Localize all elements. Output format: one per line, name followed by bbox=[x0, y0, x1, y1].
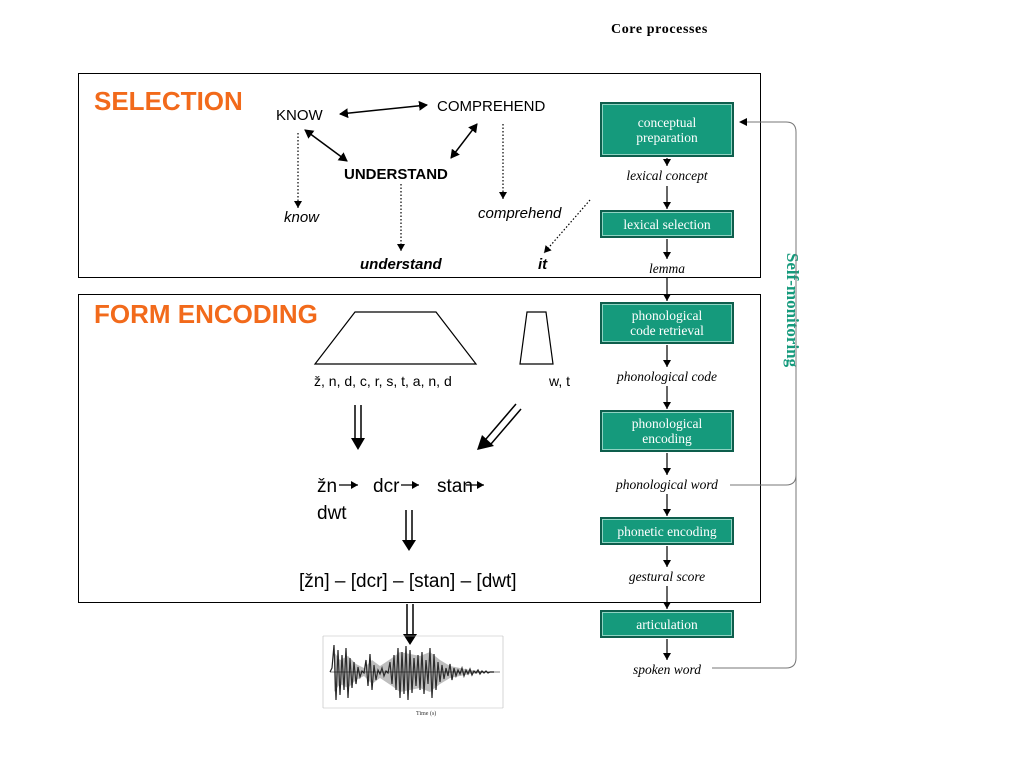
product-phonological-code: phonological code bbox=[616, 369, 718, 384]
selection-frame bbox=[78, 73, 761, 278]
understand-word: understand bbox=[360, 256, 442, 273]
stage-line: articulation bbox=[636, 616, 698, 632]
product-phonological-word: phonological word bbox=[616, 477, 718, 492]
stage-phonetic-encoding: phonetic encoding bbox=[600, 517, 734, 545]
it-word-arrow bbox=[543, 199, 591, 254]
segments-down-double-arrow bbox=[351, 405, 365, 450]
core-processes-title: Core processes bbox=[611, 22, 708, 37]
stage-line: phonological bbox=[631, 308, 703, 323]
syllabified-output: [žn] – [dcr] – [stan] – [dwt] bbox=[299, 571, 517, 592]
stage-lexical-selection: lexical selection bbox=[600, 210, 734, 238]
product-spoken-word: spoken word bbox=[632, 662, 702, 677]
product-lemma: lemma bbox=[649, 261, 685, 276]
syllable-dwt: dwt bbox=[317, 503, 347, 524]
know-comprehend-arrow bbox=[339, 100, 428, 119]
stage-line: code retrieval bbox=[630, 323, 704, 338]
stage-line: lexical selection bbox=[623, 216, 711, 232]
main-segments-trapezoid bbox=[313, 311, 478, 365]
product-lexical-concept: lexical concept bbox=[626, 168, 708, 183]
output-down-double-arrow bbox=[403, 604, 417, 645]
stage-line: encoding bbox=[642, 431, 692, 446]
stage-line: conceptual bbox=[637, 114, 697, 130]
comprehend-word: comprehend bbox=[478, 205, 562, 222]
stage-line: phonological bbox=[631, 416, 703, 431]
stage-line: preparation bbox=[636, 129, 698, 145]
it-segments-diagonal-double-arrow bbox=[477, 403, 522, 450]
speech-waveform bbox=[322, 635, 504, 709]
comprehend-understand-arrow bbox=[450, 123, 478, 159]
segments-main-label: ž, n, d, c, r, s, t, a, n, d bbox=[314, 373, 452, 389]
syllables-down-double-arrow bbox=[402, 510, 416, 551]
stage-line: phonetic encoding bbox=[617, 523, 717, 539]
form-encoding-frame bbox=[78, 294, 761, 603]
syllable-dcr: dcr bbox=[373, 476, 400, 497]
it-word: it bbox=[538, 256, 548, 273]
segments-it-label: w, t bbox=[549, 373, 571, 389]
product-gestural-score: gestural score bbox=[628, 569, 706, 584]
understand-label: UNDERSTAND bbox=[344, 166, 448, 183]
it-segments-trapezoid bbox=[519, 311, 554, 365]
form-encoding-heading: FORM ENCODING bbox=[94, 299, 318, 329]
comprehend-label: COMPREHEND bbox=[437, 98, 546, 115]
know-word: know bbox=[284, 209, 320, 226]
stage-articulation: articulation bbox=[600, 610, 734, 638]
phonological-word-feedback-line bbox=[730, 474, 797, 486]
syllable-stan: stan bbox=[437, 476, 473, 497]
syllable-zn: žn bbox=[317, 476, 338, 497]
know-label: KNOW bbox=[276, 107, 323, 124]
self-monitoring-loop-line bbox=[712, 121, 797, 669]
waveform-axis-caption: Time (s) bbox=[416, 711, 437, 717]
self-monitoring-arrowhead bbox=[739, 118, 747, 126]
know-understand-arrow bbox=[304, 129, 348, 162]
selection-heading: SELECTION bbox=[94, 86, 243, 116]
